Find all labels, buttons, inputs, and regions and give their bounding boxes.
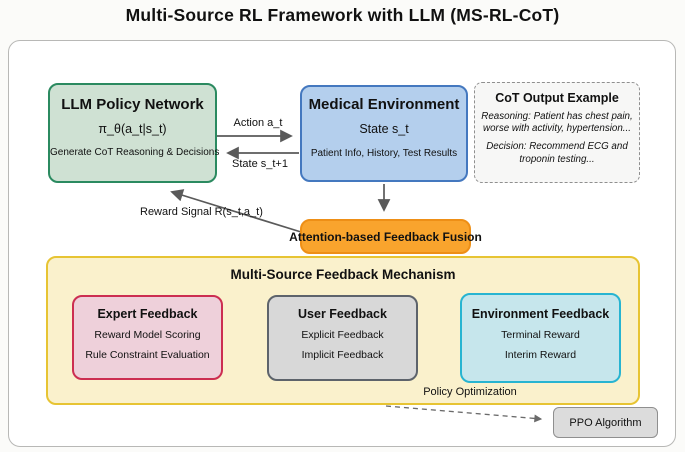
- llm-policy-network-title: LLM Policy Network: [61, 96, 204, 113]
- llm-policy-formula: π_θ(a_t|s_t): [98, 122, 167, 136]
- policy-optimization-label: Policy Optimization: [423, 386, 517, 398]
- llm-policy-subtitle: Generate CoT Reasoning & Decisions: [50, 147, 220, 158]
- attention-feedback-fusion-title: Attention-based Feedback Fusion: [289, 229, 482, 244]
- ppo-algorithm-title: PPO Algorithm: [569, 416, 642, 429]
- expert-feedback-title: Expert Feedback: [97, 307, 198, 321]
- user-feedback-item: Implicit Feedback: [301, 349, 384, 361]
- ppo-algorithm-node: PPO Algorithm: [553, 407, 658, 438]
- attention-feedback-fusion-node: Attention-based Feedback Fusion: [289, 219, 482, 254]
- environment-feedback-item: Interim Reward: [504, 349, 577, 361]
- cot-decision-text: Decision: Recommend ECG and troponin tes…: [486, 141, 628, 165]
- environment-feedback-node: Environment Feedback Terminal Reward Int…: [460, 293, 621, 383]
- user-feedback-item: Explicit Feedback: [301, 329, 384, 341]
- llm-policy-network-node: LLM Policy Network π_θ(a_t|s_t) Generate…: [48, 83, 220, 183]
- user-feedback-node: User Feedback Explicit Feedback Implicit…: [267, 295, 418, 381]
- reward-arrow-label: Reward Signal R(s_t,a_t): [140, 206, 263, 218]
- environment-feedback-item: Terminal Reward: [501, 329, 580, 341]
- cot-output-example-node: CoT Output Example Reasoning: Patient ha…: [474, 82, 640, 183]
- medical-environment-node: Medical Environment State s_t Patient In…: [300, 85, 468, 182]
- expert-feedback-item: Rule Constraint Evaluation: [85, 349, 210, 361]
- medical-environment-subtitle: Patient Info, History, Test Results: [310, 148, 458, 159]
- next-state-arrow-label: State s_t+1: [232, 158, 288, 170]
- medical-environment-state: State s_t: [359, 122, 409, 136]
- expert-feedback-item: Reward Model Scoring: [94, 329, 201, 341]
- cot-reasoning-text: Reasoning: Patient has chest pain, worse…: [481, 111, 633, 135]
- expert-feedback-node: Expert Feedback Reward Model Scoring Rul…: [72, 295, 223, 380]
- action-arrow-label: Action a_t: [233, 117, 283, 129]
- figure-title: Multi-Source RL Framework with LLM (MS-R…: [125, 5, 560, 25]
- user-feedback-title: User Feedback: [298, 307, 387, 321]
- medical-environment-title: Medical Environment: [308, 96, 460, 113]
- environment-feedback-title: Environment Feedback: [471, 307, 610, 321]
- cot-output-title: CoT Output Example: [495, 91, 619, 105]
- multi-source-feedback-title: Multi-Source Feedback Mechanism: [230, 267, 456, 282]
